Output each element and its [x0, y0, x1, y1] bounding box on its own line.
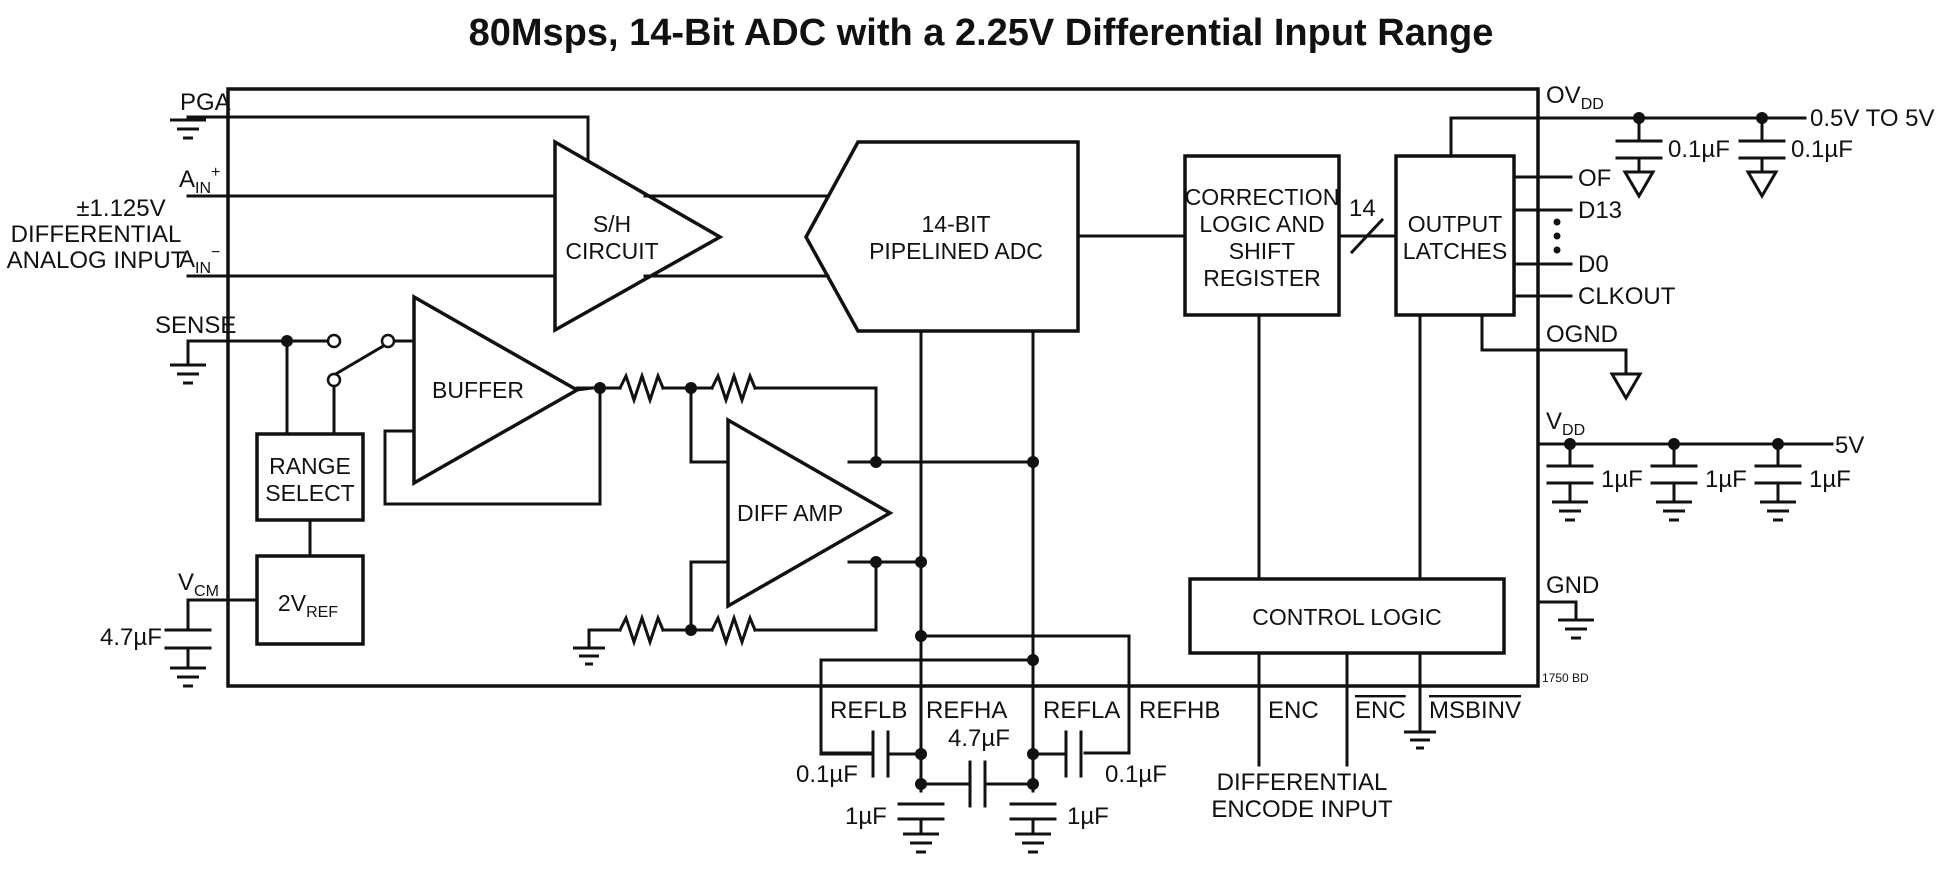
diff-amp-block: DIFF AMP	[726, 416, 894, 610]
ovdd-range-label: 0.5V TO 5V	[1810, 105, 1935, 132]
svg-text:2VREF: 2VREF	[278, 590, 338, 621]
pin-reflb: REFLB	[830, 697, 907, 724]
svg-text:S/H: S/H	[593, 211, 631, 237]
svg-text:CONTROL LOGIC: CONTROL LOGIC	[1252, 604, 1442, 630]
svg-text:SHIFT: SHIFT	[1229, 238, 1295, 264]
pin-gnd: GND	[1546, 572, 1599, 599]
pin-enc: ENC	[1268, 697, 1319, 724]
diff-input-label-line1: ±1.125V	[76, 195, 165, 222]
cap-ovdd-1-label: 0.1µF	[1668, 136, 1730, 163]
pin-vdd: VDD	[1546, 408, 1585, 439]
sh-circuit-block: S/H CIRCUIT	[553, 138, 724, 333]
svg-text:DIFF AMP: DIFF AMP	[737, 500, 843, 526]
svg-text:OUTPUT: OUTPUT	[1408, 211, 1503, 237]
pin-ovdd: OVDD	[1546, 82, 1604, 113]
pin-d0: D0	[1578, 251, 1609, 278]
svg-text:14-BIT: 14-BIT	[921, 211, 990, 237]
diff-input-label-line2: DIFFERENTIAL	[11, 221, 182, 248]
svg-text:LATCHES: LATCHES	[1403, 238, 1507, 264]
diagram-title: 80Msps, 14-Bit ADC with a 2.25V Differen…	[469, 12, 1494, 54]
pin-ain-minus: AIN−	[179, 244, 220, 277]
bus-width-label: 14	[1349, 195, 1376, 222]
output-latches-block: OUTPUT LATCHES	[1394, 154, 1516, 317]
pin-d13: D13	[1578, 197, 1622, 224]
cap-ref-left-label: 1µF	[845, 803, 887, 830]
cap-ref-mid-label: 4.7µF	[948, 725, 1010, 752]
encode-input-label-line1: DIFFERENTIAL	[1217, 769, 1388, 796]
pin-of: OF	[1578, 165, 1611, 192]
svg-text:CORRECTION: CORRECTION	[1185, 184, 1340, 210]
cap-reflb-label: 0.1µF	[796, 761, 858, 788]
chip-outline	[226, 87, 1540, 688]
pin-ain-plus: AIN+	[179, 164, 220, 197]
pin-refha: REFHA	[926, 697, 1007, 724]
cap-vdd-2-label: 1µF	[1705, 466, 1747, 493]
pin-msbinv: MSBINV	[1429, 697, 1521, 724]
svg-text:BUFFER: BUFFER	[432, 377, 524, 403]
pin-pga: PGA	[180, 89, 231, 116]
svg-text:REGISTER: REGISTER	[1203, 265, 1321, 291]
pin-vcm: VCM	[178, 569, 219, 600]
svg-text:PIPELINED ADC: PIPELINED ADC	[869, 238, 1043, 264]
pin-ognd: OGND	[1546, 321, 1618, 348]
cap-vdd-3-label: 1µF	[1809, 466, 1851, 493]
pin-sense: SENSE	[155, 312, 236, 339]
svg-text:SELECT: SELECT	[265, 480, 354, 506]
pin-clkout: CLKOUT	[1578, 283, 1676, 310]
diff-input-label-line3: ANALOG INPUT	[7, 247, 186, 274]
cap-vdd-1-label: 1µF	[1601, 466, 1643, 493]
vdd-value-label: 5V	[1835, 432, 1864, 459]
correction-logic-block: CORRECTION LOGIC AND SHIFT REGISTER	[1183, 154, 1341, 317]
junction-dots	[281, 112, 1784, 790]
svg-text:CIRCUIT: CIRCUIT	[565, 238, 658, 264]
pin-refla: REFLA	[1043, 697, 1120, 724]
ground-symbols	[170, 118, 1796, 854]
range-select-block: RANGE SELECT	[255, 432, 365, 522]
encode-input-label-line2: ENCODE INPUT	[1211, 796, 1393, 823]
cap-refla-label: 0.1µF	[1105, 761, 1167, 788]
svg-text:RANGE: RANGE	[269, 453, 351, 479]
pin-refhb: REFHB	[1139, 697, 1220, 724]
cap-ovdd-2-label: 0.1µF	[1791, 136, 1853, 163]
buffer-block: BUFFER	[412, 293, 581, 487]
figure-id: 1750 BD	[1542, 671, 1589, 685]
svg-text:LOGIC AND: LOGIC AND	[1199, 211, 1324, 237]
cap-vcm-label: 4.7µF	[100, 624, 162, 651]
pin-enc-bar: ENC	[1355, 697, 1406, 724]
pipelined-adc-block: 14-BIT PIPELINED ADC	[804, 140, 1080, 333]
control-logic-block: CONTROL LOGIC	[1188, 577, 1506, 655]
2v-ref-block: 2VREF	[255, 554, 365, 646]
cap-ref-right-label: 1µF	[1067, 803, 1109, 830]
